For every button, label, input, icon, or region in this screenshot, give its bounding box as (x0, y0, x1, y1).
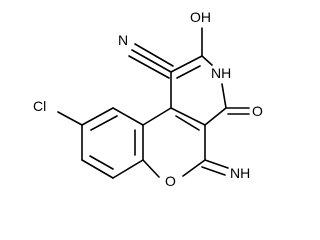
bond (176, 65, 201, 79)
bond (81, 107, 114, 126)
bond (89, 155, 114, 170)
bond (182, 159, 206, 177)
carbonyl-oxygen-label: O (252, 103, 263, 119)
bond (142, 159, 160, 178)
bond (131, 49, 172, 73)
bond (170, 107, 206, 126)
bond (128, 55, 170, 79)
ring-oxygen-label: O (165, 173, 176, 189)
ring-nh-label: NH (211, 65, 231, 81)
bond (112, 159, 144, 179)
bond (134, 43, 174, 67)
chloro-label: Cl (33, 98, 46, 114)
nitrile-nitrogen-label: N (118, 32, 128, 48)
bond (112, 107, 144, 126)
bond (204, 107, 227, 126)
bond (81, 159, 114, 179)
atom-label-layer: Cl N OH NH O O NH (33, 9, 263, 189)
bond (57, 111, 83, 126)
bond (201, 166, 226, 176)
bond (175, 115, 200, 131)
bond (221, 83, 227, 109)
bond (201, 55, 213, 66)
bond (170, 55, 203, 73)
bond (204, 159, 229, 169)
bond (90, 115, 118, 131)
bond (142, 107, 172, 126)
molecule-structure: Cl N OH NH O O NH (33, 9, 263, 189)
imino-label: NH (230, 165, 250, 181)
bond-layer (57, 27, 250, 179)
hydroxy-label: OH (190, 9, 211, 25)
